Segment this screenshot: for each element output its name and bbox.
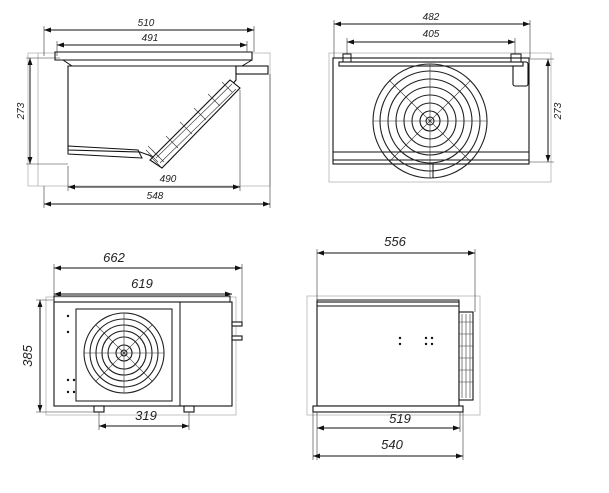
dim-548: 548 bbox=[147, 191, 164, 202]
dim-273-right: 273 bbox=[553, 102, 564, 120]
condensing-unit-front-view: 662 619 385 319 bbox=[20, 250, 243, 430]
dim-619: 619 bbox=[131, 276, 153, 291]
dim-273-left: 273 bbox=[16, 102, 27, 120]
dim-405: 405 bbox=[423, 29, 440, 40]
dim-385: 385 bbox=[20, 344, 35, 366]
dim-482: 482 bbox=[423, 12, 440, 23]
dim-510: 510 bbox=[138, 18, 155, 29]
fan-grille-icon bbox=[372, 63, 488, 179]
dim-540: 540 bbox=[381, 437, 403, 452]
dim-491: 491 bbox=[142, 33, 159, 44]
dim-319: 319 bbox=[135, 408, 157, 423]
evaporator-side-view: 510 491 273 490 548 bbox=[16, 18, 271, 208]
dim-490: 490 bbox=[160, 174, 177, 185]
condensing-unit-side-view: 556 519 540 bbox=[306, 234, 481, 460]
evaporator-front-view: 482 405 273 bbox=[328, 12, 564, 183]
coil-block bbox=[145, 79, 241, 169]
dim-662: 662 bbox=[103, 250, 125, 265]
dim-556: 556 bbox=[384, 234, 406, 249]
dim-519: 519 bbox=[389, 411, 411, 426]
fan-grille-icon bbox=[83, 312, 165, 394]
